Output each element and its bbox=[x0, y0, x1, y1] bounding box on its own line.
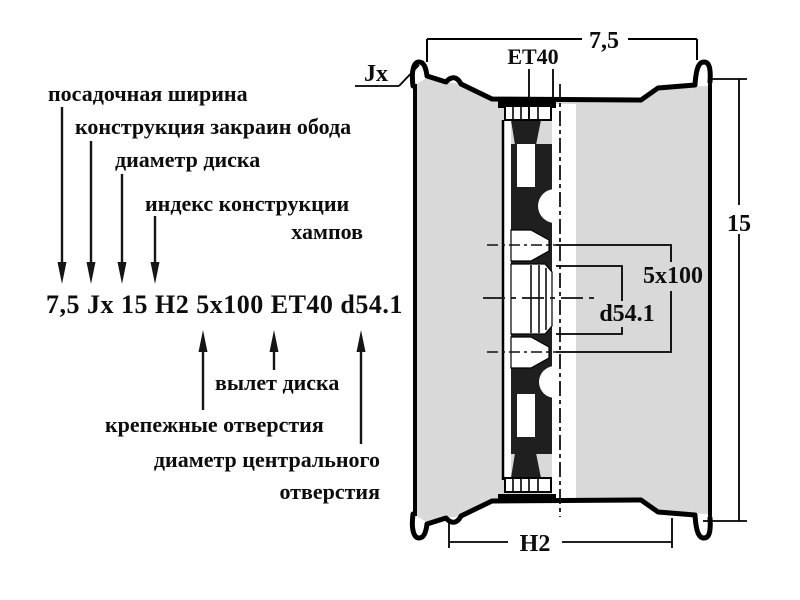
arrow-to-diameter bbox=[117, 174, 127, 284]
disc-neck-top bbox=[511, 120, 541, 145]
arrow-to-width bbox=[57, 107, 67, 284]
callout-center-hole-line1: диаметр центрального bbox=[154, 447, 380, 472]
callout-arrows-down bbox=[57, 107, 160, 284]
callout-hump-index-line2: хампов bbox=[291, 219, 363, 244]
arrow-from-center-bore bbox=[356, 330, 366, 444]
callout-seating-width: посадочная ширина bbox=[48, 81, 248, 106]
label-rim-width: 7,5 bbox=[589, 28, 619, 54]
callout-disc-diameter: диаметр диска bbox=[115, 147, 260, 172]
label-hump-type: H2 bbox=[520, 531, 551, 557]
label-center-bore: d54.1 bbox=[599, 301, 654, 327]
lug-bolt-top bbox=[504, 105, 552, 121]
arrow-from-offset bbox=[269, 330, 279, 370]
rim-cross-section bbox=[409, 59, 713, 541]
dimension-rim-diameter bbox=[703, 78, 747, 522]
dimension-rim-width bbox=[426, 38, 698, 62]
callout-flange-design: конструкция закраин обода bbox=[75, 114, 351, 139]
callout-mounting-holes: крепежные отверстия bbox=[105, 412, 324, 437]
rim-pad-bottom bbox=[498, 494, 556, 502]
disc-face-gap bbox=[504, 118, 511, 480]
marking-string: 7,5 Jx 15 H2 5x100 ET40 d54.1 bbox=[46, 290, 403, 319]
leader-flange-type bbox=[355, 64, 420, 87]
dimension-hump bbox=[448, 518, 673, 548]
callout-center-hole-line2: отверстия bbox=[279, 479, 380, 504]
lug-bolt-bottom bbox=[504, 477, 552, 493]
rim-pad-top bbox=[498, 99, 556, 108]
label-offset: ET40 bbox=[507, 44, 558, 69]
disc-vent-slot-bottom bbox=[517, 394, 535, 437]
arrow-from-bolt-pattern bbox=[198, 330, 208, 410]
arrow-to-flange bbox=[86, 141, 96, 284]
bolt-hole-lower bbox=[510, 336, 550, 369]
dimension-offset bbox=[528, 69, 554, 120]
label-bolt-pattern: 5x100 bbox=[643, 263, 703, 289]
callout-arrows-up bbox=[198, 330, 366, 444]
disc-vent-slot-top bbox=[517, 144, 535, 187]
bracket-center-bore bbox=[556, 265, 623, 335]
rim-profile-bottom bbox=[409, 497, 713, 541]
label-rim-diameter: 15 bbox=[727, 211, 751, 237]
label-flange-type: Jx bbox=[364, 61, 388, 87]
bracket-bolt-pattern bbox=[556, 244, 672, 353]
disc-vent-notch-bottom bbox=[539, 366, 571, 398]
bolt-hole-upper bbox=[510, 229, 550, 262]
centerline-clearance bbox=[552, 104, 576, 498]
rim-profile-top bbox=[409, 59, 713, 103]
callout-labels-top: посадочная ширина конструкция закраин об… bbox=[48, 81, 363, 244]
callout-labels-bottom: вылет диска крепежные отверстия диаметр … bbox=[105, 370, 380, 504]
wheel-disc-section bbox=[498, 99, 572, 502]
arrow-to-hump bbox=[150, 216, 160, 284]
disc-neck-bottom bbox=[511, 453, 541, 478]
callout-hump-index-line1: индекс конструкции bbox=[145, 191, 350, 216]
disc-vent-notch-top bbox=[538, 189, 572, 223]
callout-disc-offset: вылет диска bbox=[215, 370, 339, 395]
